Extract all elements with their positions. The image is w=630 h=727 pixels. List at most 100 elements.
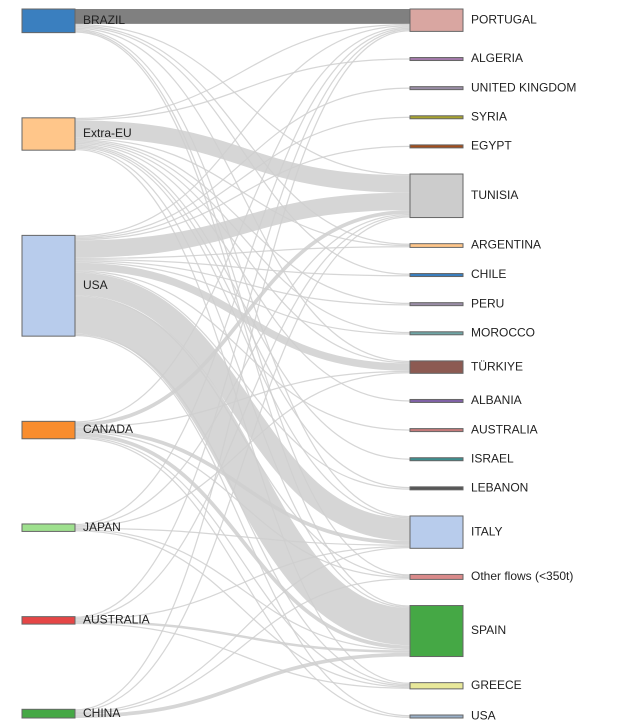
target-node-bar xyxy=(409,457,464,462)
flow-japan-to-greece xyxy=(74,530,411,688)
source-node-bar xyxy=(21,8,76,34)
target-node-label: GREECE xyxy=(471,678,522,692)
flow-usa-to-morocco xyxy=(74,261,411,335)
target-node-israel: ISRAEL xyxy=(409,451,514,465)
flow-extra_eu-to-portugal xyxy=(74,23,411,120)
source-node-bar xyxy=(21,117,76,151)
target-node-peru: PERU xyxy=(409,296,504,310)
source-node-canada: CANADA xyxy=(21,420,133,440)
target-node-label: EGYPT xyxy=(471,139,512,153)
target-node-syria: SYRIA xyxy=(409,109,507,123)
flow-china-to-italy xyxy=(74,547,411,714)
flow-extra_eu-to-israel xyxy=(74,143,411,460)
flow-usa-to-syria xyxy=(74,116,411,240)
target-node-bar xyxy=(409,360,464,374)
target-node-lebanon: LEBANON xyxy=(409,481,528,495)
source-node-japan: JAPAN xyxy=(21,520,121,534)
flow-china-to-other xyxy=(74,578,411,715)
flow-usa-to-australia_t xyxy=(74,270,411,431)
target-node-other: Other flows (<350t) xyxy=(409,569,573,583)
flow-australia-to-spain xyxy=(74,620,411,653)
flow-japan-to-spain xyxy=(74,528,411,651)
flow-canada-to-tunisia xyxy=(74,210,411,427)
target-node-italy: ITALY xyxy=(409,515,503,549)
target-node-label: TUNISIA xyxy=(471,188,518,202)
source-node-label: CANADA xyxy=(83,422,133,436)
flow-extra_eu-to-morocco xyxy=(74,140,411,334)
target-node-algeria: ALGERIA xyxy=(409,51,523,65)
target-node-tunisia: TUNISIA xyxy=(409,173,518,219)
target-node-bar xyxy=(409,57,464,62)
flow-usa-to-uk xyxy=(74,87,411,238)
source-node-bar xyxy=(21,616,76,625)
flow-extra_eu-to-albania xyxy=(74,142,411,402)
flow-usa-to-spain xyxy=(74,296,411,646)
target-node-bar xyxy=(409,428,464,433)
target-node-uk: UNITED KINGDOM xyxy=(409,80,576,94)
flow-canada-to-turkiye xyxy=(74,370,411,428)
target-node-bar xyxy=(409,714,464,719)
target-node-label: PERU xyxy=(471,296,504,310)
flow-canada-to-portugal xyxy=(74,26,411,423)
source-node-extra_eu: Extra-EU xyxy=(21,117,132,151)
target-node-label: ITALY xyxy=(471,524,503,538)
flow-china-to-spain xyxy=(74,652,411,718)
flow-usa-to-other xyxy=(74,295,411,577)
source-node-label: CHINA xyxy=(83,706,120,720)
target-node-bar xyxy=(409,173,464,219)
target-node-bar xyxy=(409,86,464,91)
target-node-bar xyxy=(409,486,464,491)
flow-australia-to-portugal xyxy=(74,28,411,618)
target-node-bar xyxy=(409,115,464,120)
target-node-label: MOROCCO xyxy=(471,325,535,339)
source-node-label: Extra-EU xyxy=(83,126,132,140)
flow-canada-to-greece xyxy=(74,436,411,687)
target-node-label: UNITED KINGDOM xyxy=(471,80,576,94)
target-node-argentina: ARGENTINA xyxy=(409,238,541,252)
flow-japan-to-portugal xyxy=(74,27,411,526)
target-node-greece: GREECE xyxy=(409,678,522,692)
flow-brazil-to-argentina xyxy=(74,25,411,245)
target-node-label: SPAIN xyxy=(471,623,506,637)
target-node-label: CHILE xyxy=(471,267,506,281)
target-node-turkiye: TÜRKIYE xyxy=(409,359,523,374)
target-node-bar xyxy=(409,144,464,149)
flow-usa-to-greece xyxy=(74,333,411,686)
source-node-bar xyxy=(21,234,76,337)
target-node-bar xyxy=(409,398,464,403)
flow-china-to-tunisia xyxy=(74,216,411,712)
target-node-bar xyxy=(409,8,464,32)
source-node-brazil: BRAZIL xyxy=(21,8,125,34)
flow-canada-to-other xyxy=(74,431,411,579)
target-node-label: TÜRKIYE xyxy=(471,359,523,373)
target-node-label: SYRIA xyxy=(471,109,507,123)
flow-brazil-to-tunisia xyxy=(74,23,411,176)
flow-usa-to-portugal xyxy=(74,25,411,237)
flow-usa-to-argentina xyxy=(74,246,411,260)
flow-extra_eu-to-argentina xyxy=(74,137,411,247)
target-node-bar xyxy=(409,331,464,336)
flow-australia-to-tunisia xyxy=(74,215,411,620)
target-node-label: AUSTRALIA xyxy=(471,422,538,436)
flow-brazil-to-turkiye xyxy=(74,27,411,363)
flow-australia-to-greece xyxy=(74,622,411,689)
target-node-label: ARGENTINA xyxy=(471,238,541,252)
flow-china-to-portugal xyxy=(74,30,411,711)
source-node-label: USA xyxy=(83,278,108,292)
target-node-bar xyxy=(409,273,464,278)
target-node-australia_t: AUSTRALIA xyxy=(409,422,538,436)
target-node-bar xyxy=(409,243,464,248)
flow-usa-to-chile xyxy=(74,259,411,277)
flow-canada-to-spain xyxy=(74,432,411,650)
target-node-bar xyxy=(409,682,464,690)
flow-nodes: BRAZIL Extra-EU USA CANADA JAPAN AUSTRALIA CHI… xyxy=(21,8,576,723)
flow-extra_eu-to-tunisia xyxy=(74,120,411,193)
source-node-australia: AUSTRALIA xyxy=(21,613,150,627)
target-node-label: Other flows (<350t) xyxy=(471,569,573,583)
flow-australia-to-italy xyxy=(74,545,411,621)
target-node-label: ALGERIA xyxy=(471,51,523,65)
target-node-bar xyxy=(409,605,464,658)
source-node-label: AUSTRALIA xyxy=(83,613,150,627)
target-node-spain: SPAIN xyxy=(409,605,506,658)
